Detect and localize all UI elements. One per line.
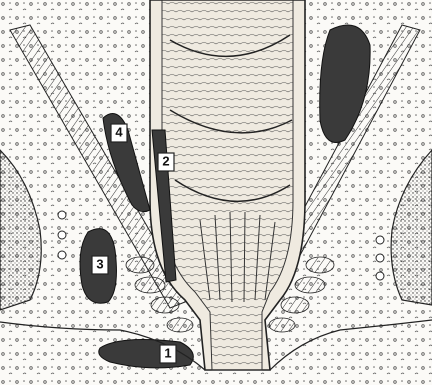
label-4: 4 — [111, 124, 127, 142]
svg-text:4: 4 — [115, 124, 123, 139]
left-vessels — [58, 211, 66, 259]
label-1: 1 — [160, 345, 176, 363]
label-3: 3 — [92, 256, 108, 274]
label-2: 2 — [158, 153, 174, 171]
right-vessels — [376, 236, 384, 280]
svg-text:3: 3 — [96, 256, 103, 271]
svg-text:2: 2 — [162, 153, 169, 168]
svg-text:1: 1 — [164, 345, 171, 360]
